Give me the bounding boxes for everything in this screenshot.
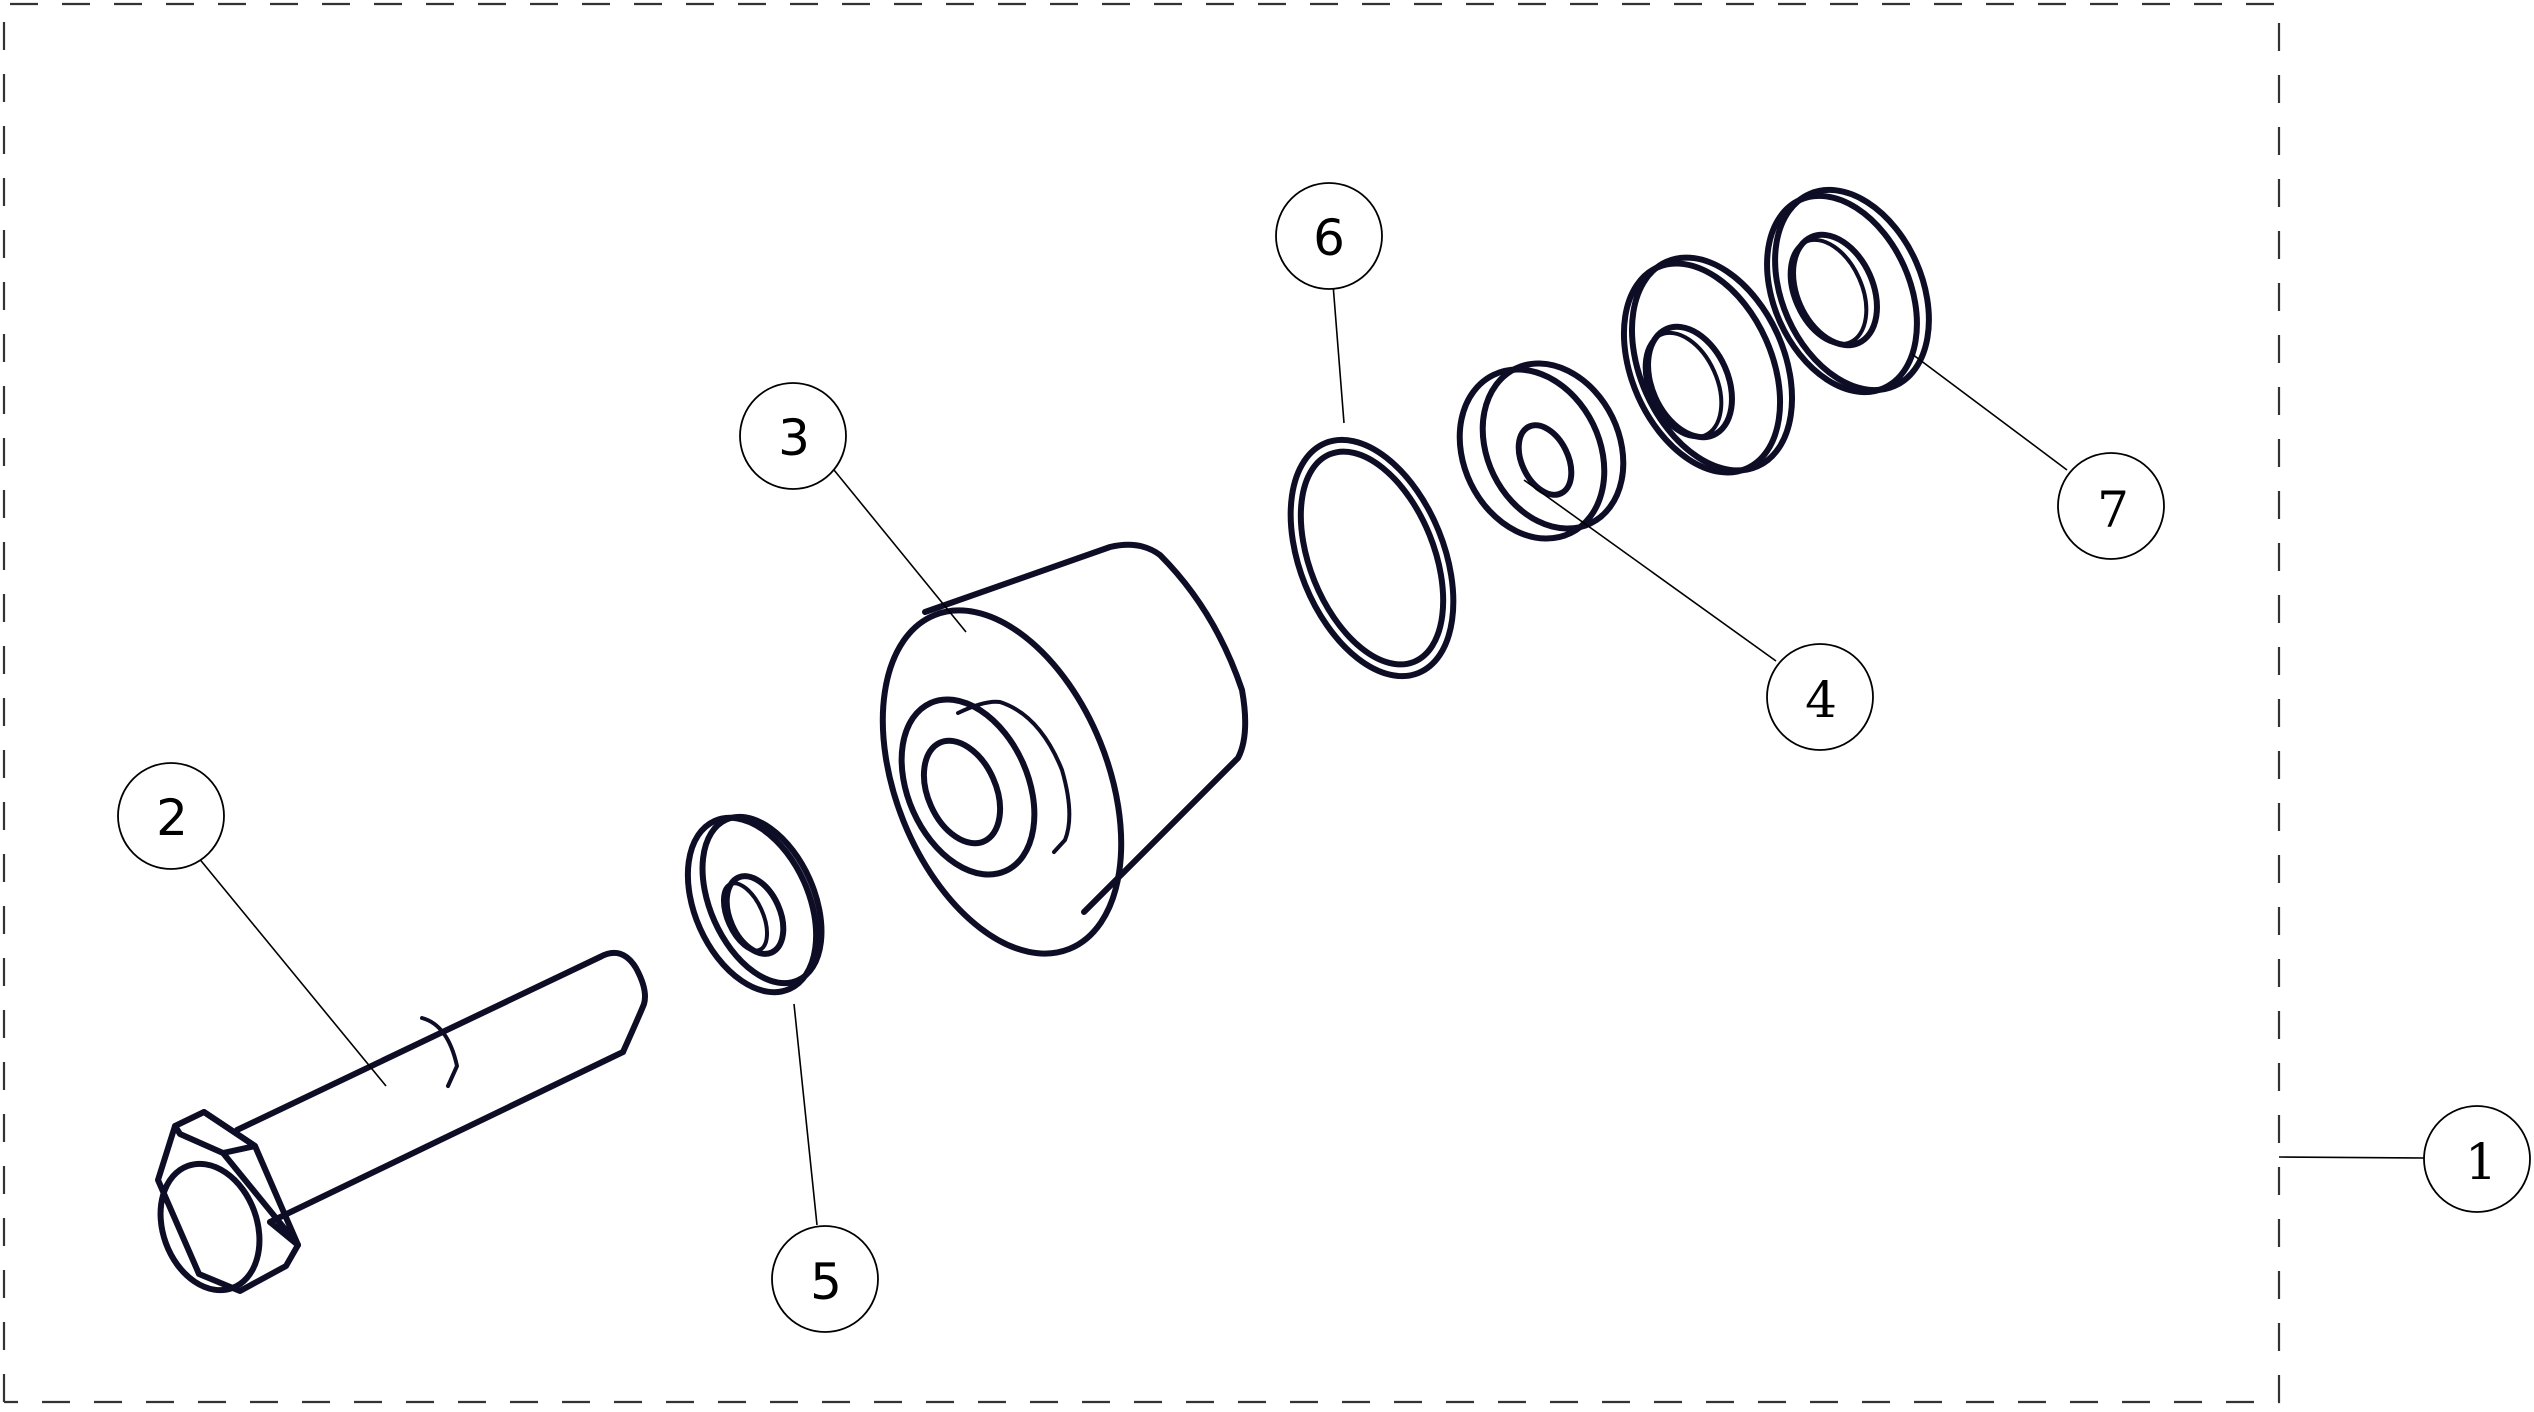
balloon-6-label: 6 <box>1313 209 1345 267</box>
balloon-4: 4 <box>1766 643 1874 751</box>
balloon-2: 2 <box>117 762 225 870</box>
balloon-3-label: 3 <box>778 409 810 467</box>
washer-part-5 <box>684 813 825 996</box>
balloon-7: 7 <box>2057 452 2165 560</box>
washer-part-7 <box>1764 186 1932 396</box>
leader-line-5 <box>793 1003 818 1226</box>
leader-line-1 <box>2278 1156 2425 1159</box>
assembly-boundary <box>2 2 2281 1404</box>
balloon-1-label: 1 <box>2465 1133 2497 1191</box>
balloon-3: 3 <box>739 382 847 490</box>
washer-part-middle <box>1620 254 1796 476</box>
leader-line-6 <box>1332 283 1345 424</box>
hex-bolt-part <box>155 949 648 1294</box>
balloon-2-label: 2 <box>156 789 188 847</box>
leader-line-4 <box>1523 479 1777 662</box>
leader-line-2 <box>192 850 387 1087</box>
balloon-4-label: 4 <box>1805 671 1837 729</box>
flanged-bushing-part <box>1456 360 1627 542</box>
roller-part <box>879 541 1249 957</box>
balloon-5-label: 5 <box>810 1253 842 1311</box>
leader-line-7 <box>1911 353 2068 471</box>
balloon-1: 1 <box>2423 1105 2531 1213</box>
balloon-7-label: 7 <box>2097 481 2129 539</box>
balloon-5: 5 <box>771 1225 879 1333</box>
balloon-6: 6 <box>1275 182 1383 290</box>
leader-line-3 <box>833 469 967 633</box>
o-ring-part <box>1287 436 1457 680</box>
